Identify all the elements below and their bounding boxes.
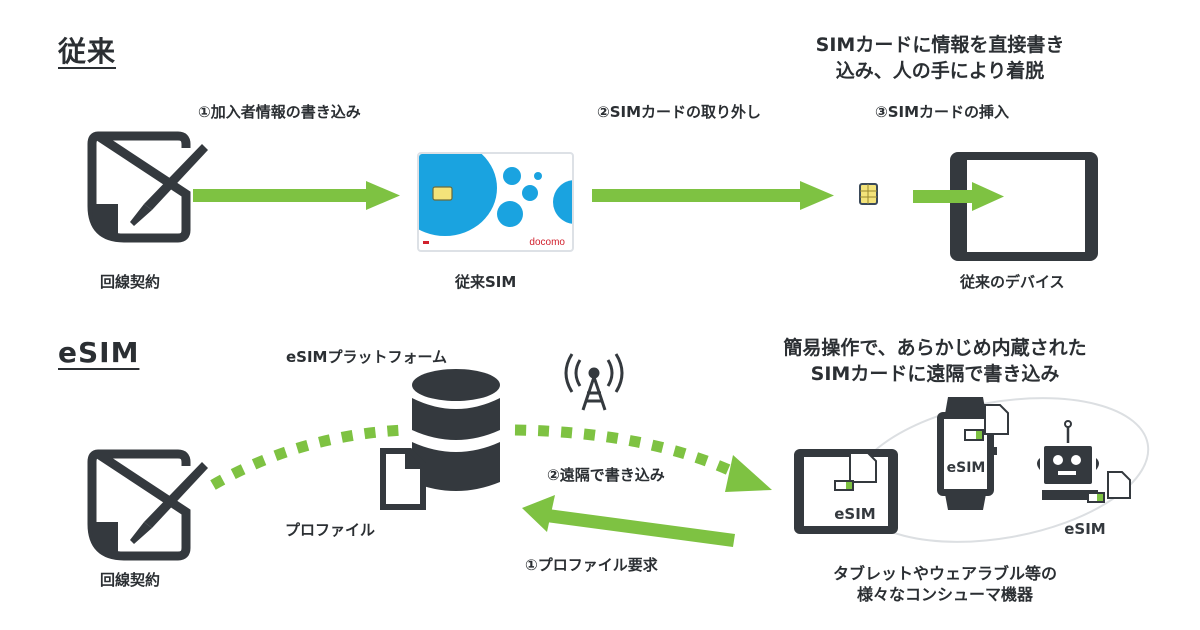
- docomo-brand: docomo: [529, 237, 565, 248]
- devices-caption: タブレットやウェアラブル等の 様々なコンシューマ機器: [820, 563, 1070, 605]
- sim-card-icon: docomo: [417, 152, 574, 252]
- file-icon: [380, 448, 426, 510]
- profile-label: プロファイル: [285, 521, 376, 539]
- esim-note-line1: 簡易操作で、あらかじめ内蔵された: [783, 337, 1087, 359]
- robot-icon: eSIM: [1037, 420, 1131, 538]
- traditional-note-line1: SIMカードに情報を直接書き: [815, 34, 1065, 56]
- watch-esim-tag: eSIM: [947, 460, 986, 476]
- devices-caption-line2: 様々なコンシューマ機器: [856, 585, 1033, 604]
- step3-label: ③SIMカードの挿入: [875, 103, 1010, 121]
- arrow-remove-sim: [592, 181, 834, 210]
- esim-title: eSIM: [58, 336, 140, 369]
- sim-label: 従来SIM: [455, 273, 517, 291]
- esim-note: 簡易操作で、あらかじめ内蔵された SIMカードに遠隔で書き込み: [745, 335, 1125, 387]
- device-label: 従来のデバイス: [960, 273, 1065, 291]
- esim-contract-label: 回線契約: [100, 571, 161, 589]
- antenna-tower-icon: [564, 353, 624, 411]
- arrow-write-subscriber-info: [193, 181, 400, 210]
- database-icon: [412, 369, 500, 491]
- step1-label: ①加入者情報の書き込み: [198, 103, 361, 121]
- platform-label: eSIMプラットフォーム: [286, 348, 448, 366]
- step2-label: ②SIMカードの取り外し: [597, 103, 762, 121]
- traditional-note: SIMカードに情報を直接書き 込み、人の手により着脱: [760, 32, 1120, 84]
- traditional-title: 従来: [58, 35, 117, 68]
- contract-label: 回線契約: [100, 273, 161, 291]
- tablet-device-icon: [950, 152, 1098, 261]
- arrow-profile-request: [522, 495, 735, 547]
- devices-caption-line1: タブレットやウェアラブル等の: [832, 564, 1057, 583]
- esim-note-line2: SIMカードに遠隔で書き込み: [810, 363, 1060, 385]
- esim-contract-pen-icon: [87, 449, 208, 561]
- dotted-arrow-remote-write: [514, 424, 743, 480]
- contract-pen-icon: [87, 131, 208, 243]
- smartwatch-icon: eSIM: [937, 397, 1009, 510]
- remote-write-label: ②遠隔で書き込み: [547, 466, 665, 484]
- dotted-link-contract-platform: [210, 424, 406, 490]
- robot-esim-tag: eSIM: [1064, 520, 1105, 538]
- tablet-icon: eSIM: [794, 449, 898, 534]
- tablet-esim-tag: eSIM: [834, 505, 875, 523]
- dotted-arrow-head: [725, 455, 772, 492]
- traditional-note-line2: 込み、人の手により着脱: [835, 60, 1045, 82]
- profile-request-label: ①プロファイル要求: [525, 556, 658, 574]
- arrow-insert-sim: [913, 182, 1004, 211]
- sim-chip-icon: [859, 183, 878, 205]
